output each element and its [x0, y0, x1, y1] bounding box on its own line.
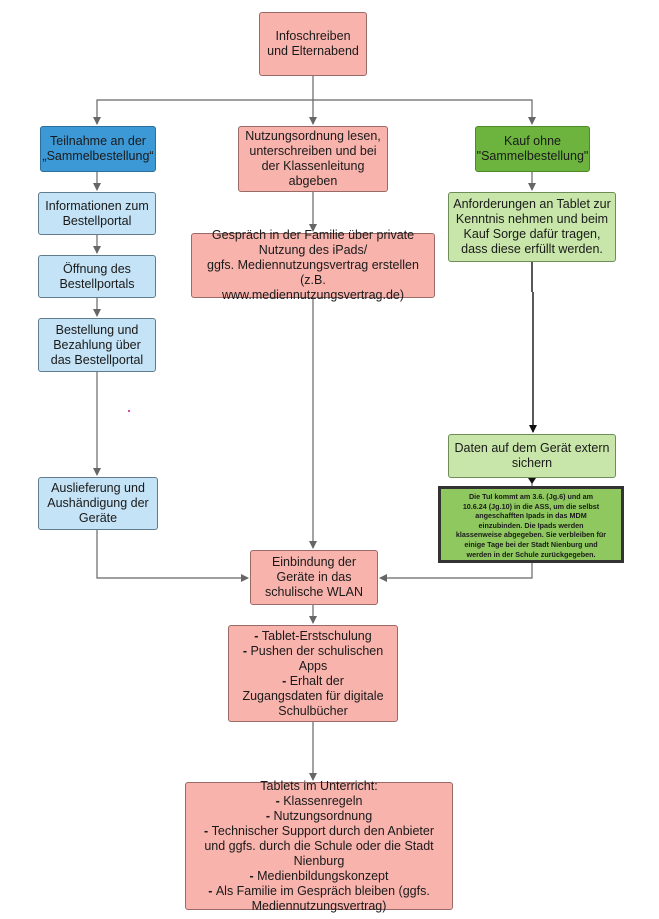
- node-text: Aushändigung der: [47, 496, 149, 510]
- node-text: und Elternabend: [267, 44, 359, 58]
- node-text: Teilnahme an der: [50, 134, 146, 148]
- note-tui-mdm: Die TuI kommt am 3.6. (Jg.6) und am 10.6…: [438, 486, 624, 563]
- node-text: schulische WLAN: [265, 585, 363, 599]
- node-heading: Tablets im Unterricht:: [260, 778, 378, 793]
- bullet-item: Nutzungsordnung: [266, 809, 372, 824]
- node-text: sichern: [511, 456, 553, 470]
- node-text: „Sammelbestellung“: [42, 149, 154, 163]
- bullet-item: Als Familie im Gespräch bleiben (ggfs. M…: [194, 884, 444, 914]
- node-text: unterschreiben und bei: [249, 144, 377, 158]
- node-kauf-ohne-sammelbestellung: Kauf ohne "Sammelbestellung": [475, 126, 590, 172]
- connector-auslieferung-to-einbindung: [96, 530, 249, 582]
- node-text: Daten auf dem Gerät extern: [454, 441, 610, 455]
- node-text: der Klassenleitung: [261, 159, 365, 173]
- node-text: Informationen zum: [45, 198, 149, 213]
- node-text: Auslieferung und: [51, 481, 145, 495]
- node-text: Geräte in das: [276, 570, 352, 584]
- node-text: Öffnung des: [63, 261, 131, 276]
- node-text: www.mediennutzungsvertrag.de): [221, 288, 405, 302]
- node-text: Kauf Sorge dafür tragen,: [463, 227, 601, 241]
- node-text: Kenntnis nehmen und beim: [455, 212, 609, 226]
- node-einbindung-wlan: Einbindung der Geräte in das schulische …: [250, 550, 378, 605]
- bullet-item: Medienbildungskonzept: [250, 869, 388, 884]
- note-text: 10.6.24 (Jg.10) in die ASS, um die selbs…: [462, 501, 600, 511]
- node-text: ggfs. Mediennutzungsvertrag erstellen (z…: [207, 258, 419, 287]
- node-text: Bezahlung über: [53, 337, 141, 352]
- node-text: Kauf ohne: [504, 134, 561, 148]
- node-text: Gespräch in der Familie über private: [211, 228, 415, 242]
- bullet-item: Technischer Support durch den Anbieter u…: [194, 824, 444, 869]
- node-text: Bestellportals: [59, 276, 135, 291]
- note-text: einige Tage bei der Stadt Nienburg und: [464, 539, 598, 549]
- node-text: Bestellportal: [62, 213, 132, 228]
- node-text: das Bestellportal: [50, 352, 144, 367]
- connector-info-to-kauf: [313, 99, 536, 125]
- node-nutzungsordnung: Nutzungsordnung lesen, unterschreiben un…: [238, 126, 388, 192]
- node-auslieferung-geraete: Auslieferung und Aushändigung der Geräte: [38, 477, 158, 530]
- stray-mark: [128, 410, 130, 412]
- node-text: abgeben: [288, 174, 338, 188]
- node-text: Nutzungsordnung lesen,: [245, 129, 381, 143]
- node-text: Geräte: [78, 511, 118, 525]
- node-text: dass diese erfüllt werden.: [461, 242, 603, 256]
- connector-daten-to-note: [528, 478, 536, 484]
- node-teilnahme-sammelbestellung: Teilnahme an der „Sammelbestellung“: [40, 126, 156, 172]
- node-anforderungen-tablet: Anforderungen an Tablet zur Kenntnis neh…: [448, 192, 616, 262]
- node-informationen-bestellportal: Informationen zum Bestellportal: [38, 192, 156, 235]
- note-text: einzubinden. Die Ipads werden: [478, 520, 584, 530]
- node-bestellung-bezahlung: Bestellung und Bezahlung über das Bestel…: [38, 318, 156, 372]
- connector-anforderungen-to-daten: [532, 262, 533, 432]
- node-gespraech-familie: Gespräch in der Familie über private Nut…: [191, 228, 435, 302]
- bullet-item: Pushen der schulischen Apps: [241, 644, 385, 674]
- node-oeffnung-bestellportal: Öffnung des Bestellportals: [38, 255, 156, 298]
- node-text: "Sammelbestellung": [476, 149, 589, 163]
- note-text: Die TuI kommt am 3.6. (Jg.6) und am: [468, 492, 594, 501]
- node-text: Anforderungen an Tablet zur: [453, 197, 611, 211]
- node-text: Einbindung der: [271, 555, 357, 569]
- node-tablet-erstschulung: Tablet-Erstschulung Pushen der schulisch…: [228, 625, 398, 722]
- node-text: Nutzung des iPads/: [258, 243, 368, 257]
- node-infoschreiben: Infoschreiben und Elternabend: [259, 12, 367, 76]
- note-text: angeschafften Ipads in das MDM: [475, 511, 587, 521]
- node-text: Bestellung und: [55, 322, 139, 337]
- bullet-item: Klassenregeln: [276, 794, 362, 809]
- note-text: klassenweise abgegeben. Sie verbleiben f…: [455, 530, 607, 540]
- bullet-item: Tablet-Erstschulung: [254, 629, 372, 644]
- node-text: Infoschreiben: [275, 29, 351, 43]
- node-tablets-im-unterricht: Tablets im Unterricht: Klassenregeln Nut…: [185, 778, 453, 913]
- node-daten-extern-sichern: Daten auf dem Gerät extern sichern: [448, 434, 616, 478]
- bullet-item: Erhalt der Zugangsdaten für digitale Sch…: [241, 674, 385, 719]
- connector-info-to-teilnahme: [93, 99, 313, 125]
- note-text: werden in der Schule zurückgegeben.: [466, 549, 596, 559]
